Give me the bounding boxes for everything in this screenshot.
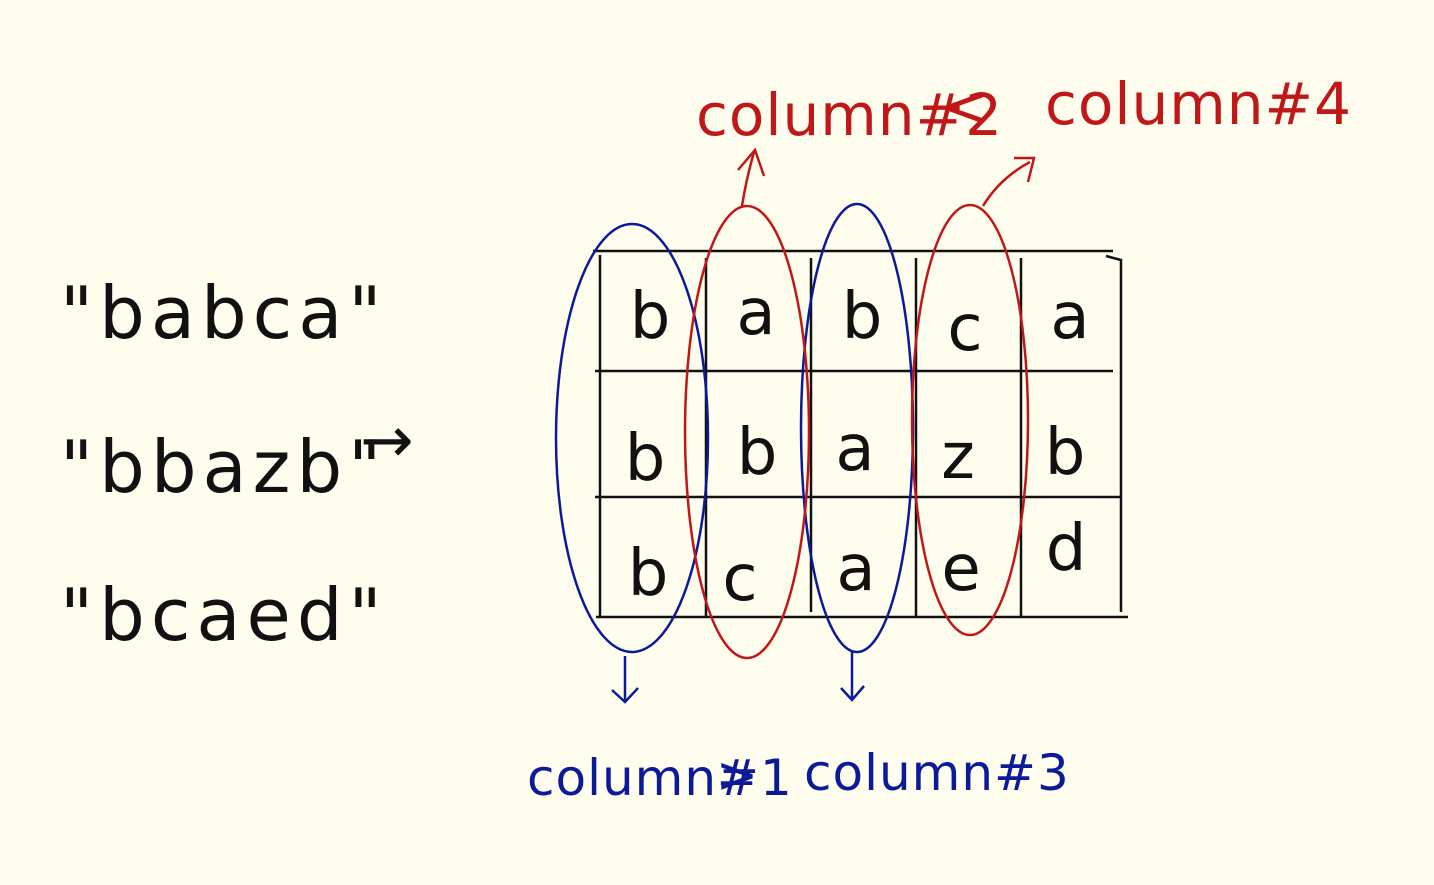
less-than-symbol: < xyxy=(940,72,990,140)
transform-arrow: → xyxy=(360,404,414,478)
grid-cell: a xyxy=(1050,280,1089,354)
grid-cell: a xyxy=(836,532,875,606)
grid-cells: b a b c a b b a z b b c a e d xyxy=(625,276,1090,616)
column-3-label: column#3 xyxy=(804,744,1070,802)
grid-cell: z xyxy=(941,420,975,494)
grid-cell: b xyxy=(842,280,883,354)
top-comparison: column#2 < column#4 xyxy=(696,70,1352,149)
column-4-arrow xyxy=(981,156,1036,207)
column-1-ellipse xyxy=(554,222,710,654)
grid-cell: b xyxy=(737,416,778,490)
grid-cell: c xyxy=(722,542,757,616)
grid-cell: a xyxy=(835,412,874,486)
column-4-ellipse xyxy=(910,203,1030,637)
column-1-arrow xyxy=(611,656,639,704)
grid-cell: b xyxy=(630,280,671,354)
input-strings: "babca" "bbazb" "bcaed" xyxy=(60,271,388,657)
red-highlights xyxy=(683,147,1036,660)
grid-cell: c xyxy=(947,292,982,366)
input-string-2: "bbazb" xyxy=(60,425,387,509)
grid-cell: b xyxy=(628,537,669,611)
grid-cell: b xyxy=(625,422,666,496)
grid-lines xyxy=(593,249,1128,619)
grid-cell: d xyxy=(1046,512,1087,586)
column-1-label: column#1 xyxy=(527,749,793,807)
column-2-arrow xyxy=(737,147,766,207)
input-string-1: "babca" xyxy=(60,271,387,355)
grid-cell: b xyxy=(1045,416,1086,490)
greater-than-symbol: > xyxy=(716,746,759,804)
bottom-comparison: column#1 > column#3 xyxy=(527,744,1070,807)
grid-cell: a xyxy=(736,276,775,350)
column-4-label: column#4 xyxy=(1045,70,1352,138)
grid-cell: e xyxy=(941,532,980,606)
grid-line-right xyxy=(1105,254,1123,612)
column-2-ellipse xyxy=(683,204,811,660)
column-2-label: column#2 xyxy=(696,81,1003,149)
input-string-3: "bcaed" xyxy=(60,573,388,657)
column-3-arrow xyxy=(840,652,865,702)
